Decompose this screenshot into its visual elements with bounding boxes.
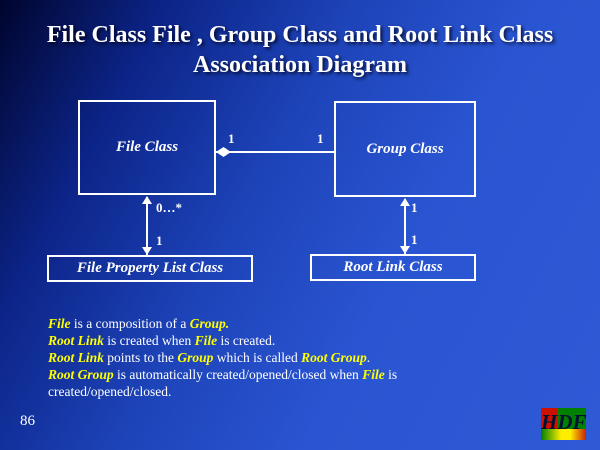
multiplicity-file-upper: 0…* <box>156 200 182 215</box>
term-file: File <box>362 367 385 382</box>
arrow-down-icon <box>400 246 410 254</box>
term-root-link: Root Link <box>48 350 104 365</box>
slide-title-line1: File Class File , Group Class and Root L… <box>46 22 554 48</box>
notes-text: is <box>384 367 398 382</box>
logo-color-band <box>541 429 586 440</box>
arrow-down-icon <box>142 247 152 255</box>
file-class-box: File Class <box>78 100 216 195</box>
multiplicity-group-lower: 1 <box>411 232 418 247</box>
composition-diamond-icon <box>216 147 231 157</box>
notes-block: File is a composition of a Group. Root L… <box>48 315 562 400</box>
slide-title: File Class File , Group Class and Root L… <box>0 20 600 80</box>
notes-text: is a composition of a <box>70 316 190 331</box>
multiplicity-assoc-right: 1 <box>317 131 324 146</box>
root-link-connector-line <box>404 199 406 254</box>
hdf-logo: HDF <box>541 406 587 442</box>
notes-line-1: File is a composition of a Group. <box>48 315 562 332</box>
slide-title-line2: Association Diagram <box>193 52 407 78</box>
notes-text: is created when <box>103 333 195 348</box>
multiplicity-assoc-left: 1 <box>228 131 235 146</box>
file-property-list-class-box: File Property List Class <box>47 255 253 282</box>
logo-text: HDF <box>541 410 587 434</box>
notes-text: which is called <box>213 350 302 365</box>
notes-text: created/opened/closed. <box>48 384 172 399</box>
term-root-link: Root Link <box>48 333 104 348</box>
logo-red-block <box>541 408 557 429</box>
root-link-label: Root Link Class <box>343 259 443 275</box>
term-group: Group <box>177 350 214 365</box>
notes-text: is automatically created/opened/closed w… <box>113 367 363 382</box>
term-group: Group. <box>189 316 230 331</box>
page-number: 86 <box>20 413 35 429</box>
file-property-connector-line <box>146 197 148 255</box>
notes-text: points to the <box>103 350 178 365</box>
arrow-up-icon <box>142 196 152 204</box>
logo-green-block <box>557 408 586 429</box>
notes-line-5: created/opened/closed. <box>48 383 562 400</box>
arrow-up-icon <box>400 198 410 206</box>
multiplicity-group-upper: 1 <box>411 200 418 215</box>
term-file: File <box>48 316 71 331</box>
group-class-label: Group Class <box>366 140 444 157</box>
notes-line-3: Root Link points to the Group which is c… <box>48 349 562 366</box>
file-property-list-label: File Property List Class <box>76 260 224 276</box>
notes-text: is created. <box>217 333 276 348</box>
association-line <box>216 151 334 153</box>
notes-line-2: Root Link is created when File is create… <box>48 332 562 349</box>
term-root-group: Root Group <box>48 367 114 382</box>
group-class-box: Group Class <box>334 101 476 197</box>
multiplicity-file-lower: 1 <box>156 233 163 248</box>
file-class-label: File Class <box>115 139 179 155</box>
term-file: File <box>194 333 218 348</box>
notes-text: . <box>366 350 371 365</box>
term-root-group: Root Group <box>301 350 367 365</box>
notes-line-4: Root Group is automatically created/open… <box>48 366 562 383</box>
root-link-class-box: Root Link Class <box>310 254 476 281</box>
